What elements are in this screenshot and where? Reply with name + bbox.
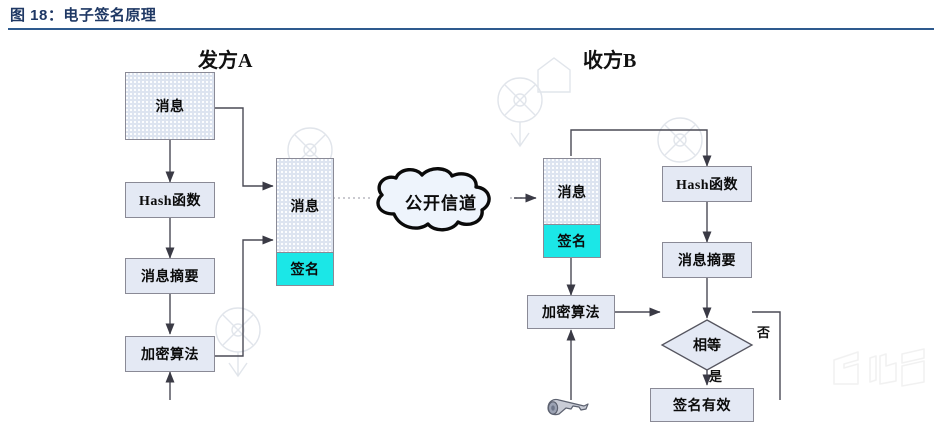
edge-decision-no	[752, 311, 781, 400]
box-sender-hash[interactable]: Hash函数	[125, 182, 215, 218]
box-receiver-decrypt[interactable]: 加密算法	[527, 295, 615, 329]
decision-node[interactable]: 相等	[662, 320, 752, 370]
box-sender-digest[interactable]: 消息摘要	[125, 258, 215, 294]
decision-diamond	[660, 319, 754, 371]
packet-sender-message[interactable]: 消息	[276, 158, 334, 252]
column-title-receiver: 收方B	[583, 50, 637, 72]
box-sender-encrypt[interactable]: 加密算法	[125, 336, 215, 372]
packet-receiver-message[interactable]: 消息	[543, 158, 601, 224]
public-channel-label: 公开信道	[405, 193, 477, 213]
edge-packet-to-hash-b	[570, 129, 712, 167]
key-icon	[547, 398, 589, 416]
figure-header: 图 18：电子签名原理	[0, 0, 942, 30]
box-sender-message[interactable]: 消息	[125, 72, 215, 140]
page-title: 图 18：电子签名原理	[10, 7, 157, 24]
edge-encrypt-to-signature	[215, 235, 274, 357]
edge-label-yes: 是	[709, 369, 723, 384]
packet-receiver-signature[interactable]: 签名	[543, 224, 601, 258]
diagram-canvas: 发方A 收方B 消息 Hash函数 消息摘要 加密算法 消息 签名 公开信道 消…	[0, 30, 942, 422]
public-channel[interactable]: 公开信道	[372, 170, 510, 232]
box-receiver-hash[interactable]: Hash函数	[662, 166, 752, 202]
edge-label-no: 否	[757, 325, 771, 340]
decision-label: 相等	[693, 339, 721, 354]
column-title-sender: 发方A	[198, 50, 253, 72]
edge-msg-to-packet	[215, 107, 274, 191]
box-receiver-digest[interactable]: 消息摘要	[662, 242, 752, 278]
title-divider	[8, 28, 934, 30]
box-receiver-result[interactable]: 签名有效	[650, 388, 754, 422]
cloud-shape	[376, 167, 491, 232]
packet-sender-signature[interactable]: 签名	[276, 252, 334, 286]
